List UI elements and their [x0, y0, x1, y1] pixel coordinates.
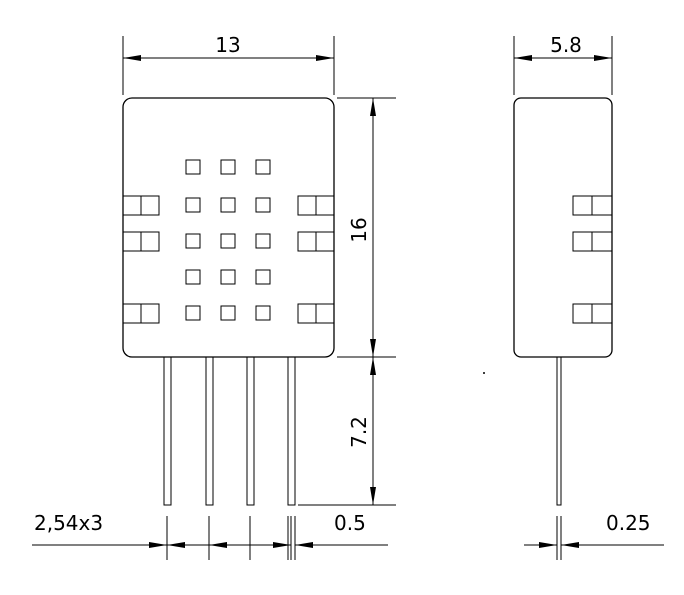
lead-thickness-dimension: 0.25	[524, 511, 664, 560]
width-label: 13	[215, 33, 240, 57]
front-leads	[163, 356, 296, 506]
lead-width-dimension: 0.5	[287, 511, 388, 560]
front-body-outline	[122, 97, 335, 358]
front-left-tabs	[122, 195, 160, 324]
height-label: 16	[347, 217, 371, 242]
lead-thickness-label: 0.25	[606, 511, 651, 535]
front-right-tabs	[297, 195, 335, 324]
pitch-dimension: 2,54x3	[32, 511, 292, 560]
pitch-label: 2,54x3	[34, 511, 103, 535]
stray-dot	[483, 372, 485, 374]
vent-hole-grid	[185, 159, 271, 321]
lead-length-dimension: 7.2	[298, 357, 396, 506]
width-dimension: 13	[122, 33, 335, 95]
lead-length-label: 7.2	[347, 416, 371, 448]
side-body-outline	[513, 97, 613, 358]
lead-width-label: 0.5	[334, 511, 366, 535]
side-view: 5.8 0.25	[513, 33, 664, 560]
depth-dimension: 5.8	[513, 33, 613, 95]
depth-label: 5.8	[550, 33, 582, 57]
side-lead	[556, 356, 562, 506]
front-view: 13 16 7.2	[32, 33, 396, 560]
height-dimension: 16	[337, 97, 396, 358]
side-tabs	[572, 195, 613, 324]
